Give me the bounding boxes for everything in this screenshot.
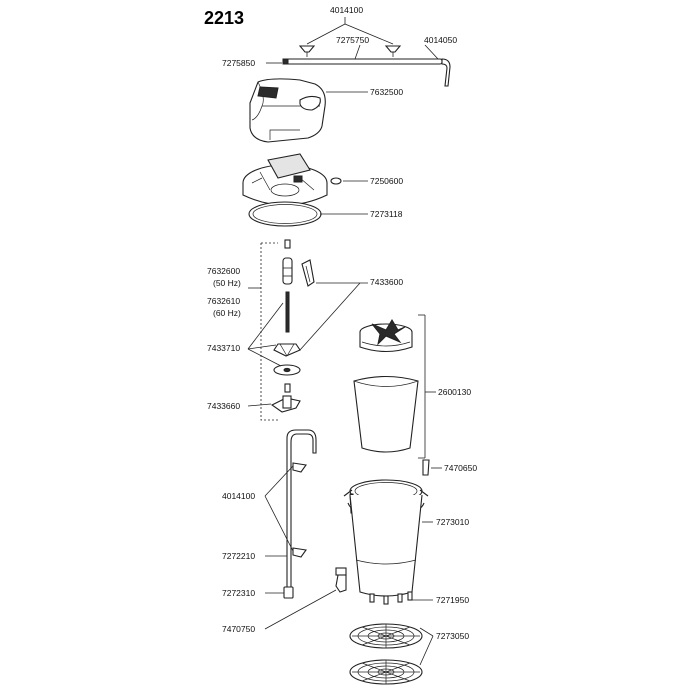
impeller-cover-piece bbox=[301, 259, 315, 287]
suction-cups-bottom bbox=[292, 462, 307, 558]
part-label-7275750: 7275750 bbox=[336, 35, 370, 45]
impeller-bracket bbox=[260, 242, 278, 421]
part-label-7632600: 7632600 bbox=[207, 266, 241, 276]
canister-clip bbox=[422, 459, 430, 476]
part-label-60hz: (60 Hz) bbox=[213, 308, 241, 318]
part-label-7272210: 7272210 bbox=[222, 551, 256, 561]
motor-block bbox=[242, 153, 328, 206]
part-label-7273050: 7273050 bbox=[436, 631, 470, 641]
part-label-7632500: 7632500 bbox=[370, 87, 404, 97]
part-label-7271950: 7271950 bbox=[436, 595, 470, 605]
part-label-4014100-bottom: 4014100 bbox=[222, 491, 256, 501]
part-label-7273118: 7273118 bbox=[370, 209, 403, 219]
head-seal-ring bbox=[248, 201, 322, 227]
canister bbox=[343, 479, 429, 605]
part-label-7433710: 7433710 bbox=[207, 343, 241, 353]
intake-tube bbox=[286, 429, 317, 589]
part-label-4014100-top: 4014100 bbox=[330, 5, 364, 15]
model-number: 2213 bbox=[204, 8, 245, 28]
part-label-7470650: 7470650 bbox=[444, 463, 478, 473]
filter-sponge bbox=[353, 376, 419, 453]
impeller-shaft-parts bbox=[270, 239, 301, 413]
part-label-7632610: 7632610 bbox=[207, 296, 241, 306]
filter-pad-upper bbox=[349, 623, 423, 649]
part-label-7470750: 7470750 bbox=[222, 624, 256, 634]
part-label-2600130: 2600130 bbox=[438, 387, 472, 397]
motor-head-cover bbox=[249, 78, 326, 143]
part-label-7250600: 7250600 bbox=[370, 176, 404, 186]
part-label-7275850: 7275850 bbox=[222, 58, 256, 68]
part-label-50hz: (50 Hz) bbox=[213, 278, 241, 288]
part-label-7273010: 7273010 bbox=[436, 517, 470, 527]
intake-strainer bbox=[283, 586, 294, 599]
filter-basket-top bbox=[359, 319, 413, 353]
spray-bar bbox=[282, 58, 451, 87]
suction-cups-top bbox=[298, 45, 402, 57]
part-label-4014050: 4014050 bbox=[424, 35, 458, 45]
part-label-7272310: 7272310 bbox=[222, 588, 256, 598]
part-label-7433660: 7433660 bbox=[207, 401, 241, 411]
part-label-7433600: 7433600 bbox=[370, 277, 404, 287]
hose-connector bbox=[335, 567, 347, 593]
filter-pad-lower bbox=[349, 659, 423, 685]
o-ring-small bbox=[330, 177, 342, 185]
